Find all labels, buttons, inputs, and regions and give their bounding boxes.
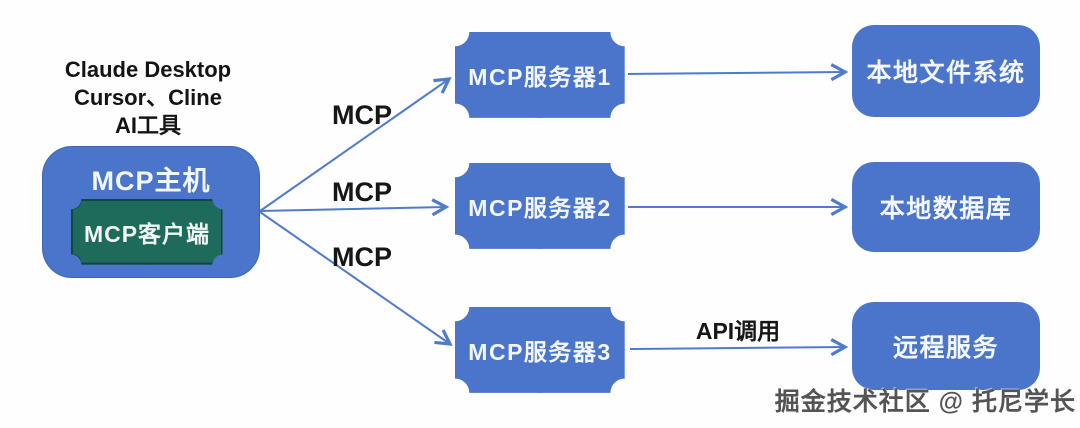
edge-label-mcp1: MCP — [332, 100, 392, 130]
remote-service-node: 远程服务 — [852, 302, 1040, 390]
mcp-server1-node: MCP服务器1 — [455, 32, 625, 118]
host-caption-line2: Cursor、Cline — [74, 85, 222, 110]
mcp-server2-node: MCP服务器2 — [455, 163, 625, 249]
mcp-server3-node: MCP服务器3 — [455, 307, 625, 393]
mcp-host-node: MCP主机 MCP客户端 — [42, 146, 260, 278]
edge-label-api-call: API调用 — [695, 318, 781, 344]
local-database-node: 本地数据库 — [852, 162, 1040, 252]
host-caption-line3: AI工具 — [114, 113, 181, 138]
mcp-host-label: MCP主机 — [91, 166, 211, 196]
edge-label-mcp2: MCP — [332, 177, 392, 207]
edge-label-mcp3: MCP — [332, 242, 392, 272]
arrow-server3-to-remote — [629, 338, 849, 357]
host-caption-line1: Claude Desktop — [64, 57, 232, 82]
local-filesystem-node: 本地文件系统 — [852, 25, 1040, 117]
arrow-server1-to-filesystem — [627, 63, 849, 82]
mcp-client-node: MCP客户端 — [71, 199, 223, 265]
watermark-text: 掘金技术社区 @ 托尼学长 — [774, 388, 1076, 416]
mcp-client-label: MCP客户端 — [73, 201, 221, 263]
host-caption: Claude Desktop Cursor、Cline AI工具 — [40, 56, 256, 140]
arrow-host-to-server3 — [259, 211, 453, 346]
